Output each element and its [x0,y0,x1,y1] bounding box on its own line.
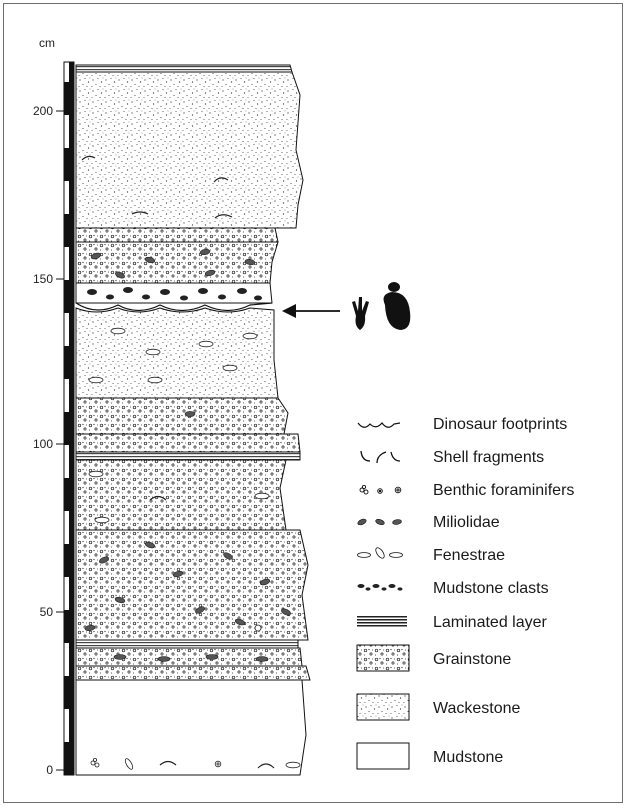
scale-tick-200: 200 [33,104,53,118]
bed-laminated-1 [76,640,298,648]
ruler-segment [64,610,69,643]
bed-wackestone-1 [76,308,278,398]
stratigraphic-column [76,65,310,775]
scale-tick-100: 100 [33,437,53,451]
laminated-layer-icon [357,616,407,627]
bed-grainstone-3 [76,530,308,640]
scale-tick-labels: 0 50 100 150 200 [33,104,64,777]
legend-label-mudstone-clasts: Mudstone clasts [433,580,549,597]
dinosaur-footprints-icon [358,423,400,427]
bed-grainstone-8 [76,228,278,242]
miliolidae-icon [357,518,402,526]
footprint-surface [76,303,272,311]
scale-tick-0: 0 [46,763,53,777]
ruler-segment [64,544,69,577]
mudstone-icon [357,743,409,769]
legend-label-fenestrae: Fenestrae [433,547,505,564]
grainstone-icon [357,645,409,671]
legend-label-wackestone: Wackestone [433,700,521,717]
ruler-segment [64,742,69,775]
ruler-segment [64,346,69,379]
bed-laminated-2 [76,452,300,460]
shell-fragments-icon [361,451,400,463]
ruler-segment [64,478,69,511]
fenestrae-icon [358,546,403,559]
legend-label-benthic-foraminifers: Benthic foraminifers [433,482,574,499]
depth-scale-bar [64,62,74,775]
ruler-segment [64,676,69,709]
legend-label-laminated-layer: Laminated layer [433,614,548,631]
wackestone-icon [357,694,409,720]
legend-label-mudstone: Mudstone [433,749,503,766]
ruler-segment [64,214,69,247]
ruler-segment [64,412,69,445]
bed-wackestone-top [76,72,303,228]
bed-laminated-top [76,65,292,72]
bed-mudstone-base [76,680,306,775]
footprint-arrow-annotation [282,282,410,330]
ruler-segment [64,82,69,115]
dinosaur-footprint-icon [384,282,411,330]
scale-tick-50: 50 [40,605,54,619]
legend: Dinosaur footprints Shell fragments Bent… [357,416,574,769]
bed-grainstone-1 [76,666,310,680]
arrow-head [282,304,296,318]
bed-grainstone-2 [76,648,302,666]
legend-label-grainstone: Grainstone [433,651,511,668]
legend-label-shell-fragments: Shell fragments [433,449,544,466]
benthic-foraminifers-icon [360,485,401,494]
bed-grainstone-6 [76,398,288,434]
mudstone-clasts-icon [358,584,403,591]
dinosaur-footprint-icon [352,297,369,330]
legend-label-dinosaur-footprints: Dinosaur footprints [433,416,567,433]
scale-tick-150: 150 [33,272,53,286]
legend-label-miliolidae: Miliolidae [433,514,500,531]
ruler-segment [64,280,69,313]
bed-grainstone-5 [76,434,300,452]
scale-unit-label: cm [39,36,55,50]
ruler-segment [64,148,69,181]
